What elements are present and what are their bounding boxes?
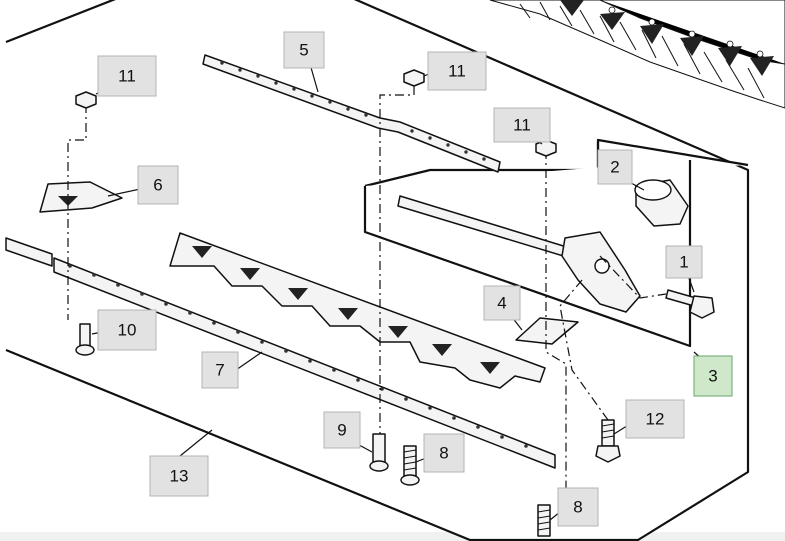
callout-12: 12 (625, 399, 685, 439)
callout-8-bottom: 8 (557, 487, 599, 527)
callout-13-label: 13 (170, 467, 189, 486)
callout-11a-label: 11 (118, 67, 136, 86)
callout-11-right: 11 (493, 107, 551, 143)
callout-11-middle: 11 (427, 51, 487, 91)
callouts: 1 2 3 4 5 6 7 8 8 9 10 11 11 11 12 13 (97, 31, 733, 527)
callout-4: 4 (483, 285, 521, 321)
inset-bar (397, 179, 715, 319)
callout-11b-label: 11 (448, 62, 466, 81)
callout-6-label: 6 (153, 176, 162, 195)
callout-5: 5 (283, 31, 325, 69)
centerlines (67, 86, 667, 505)
callout-9-label: 9 (337, 421, 346, 440)
callout-8b-label: 8 (573, 498, 582, 517)
callout-11-left: 11 (97, 55, 157, 97)
main-panel (5, 0, 750, 541)
callout-1: 1 (665, 245, 703, 279)
knife-sections (169, 232, 546, 389)
callout-3: 3 (693, 355, 733, 397)
callout-7-label: 7 (215, 361, 224, 380)
callout-10: 10 (97, 309, 157, 351)
callout-12-label: 12 (646, 410, 665, 429)
callout-2: 2 (597, 149, 633, 185)
cutter-illustration (489, 0, 785, 109)
callout-8a-label: 8 (439, 444, 448, 463)
callout-13: 13 (149, 455, 209, 497)
callout-7: 7 (201, 351, 239, 389)
bar-part-5 (202, 54, 501, 173)
callout-3-label: 3 (708, 367, 717, 386)
callout-8-middle: 8 (423, 433, 465, 473)
bolt-part-1 (665, 289, 715, 319)
plate-part-4 (515, 317, 579, 345)
bottom-strip (0, 532, 785, 541)
callout-1-label: 1 (679, 253, 688, 272)
callout-10-label: 10 (118, 321, 137, 340)
callout-5-label: 5 (299, 41, 308, 60)
fasteners (75, 69, 621, 537)
callout-4-label: 4 (497, 294, 506, 313)
bar-part-7 (5, 237, 556, 469)
callout-6: 6 (137, 165, 179, 205)
callout-11c-label: 11 (513, 116, 531, 135)
callout-2-label: 2 (610, 158, 619, 177)
callout-9: 9 (323, 411, 361, 449)
